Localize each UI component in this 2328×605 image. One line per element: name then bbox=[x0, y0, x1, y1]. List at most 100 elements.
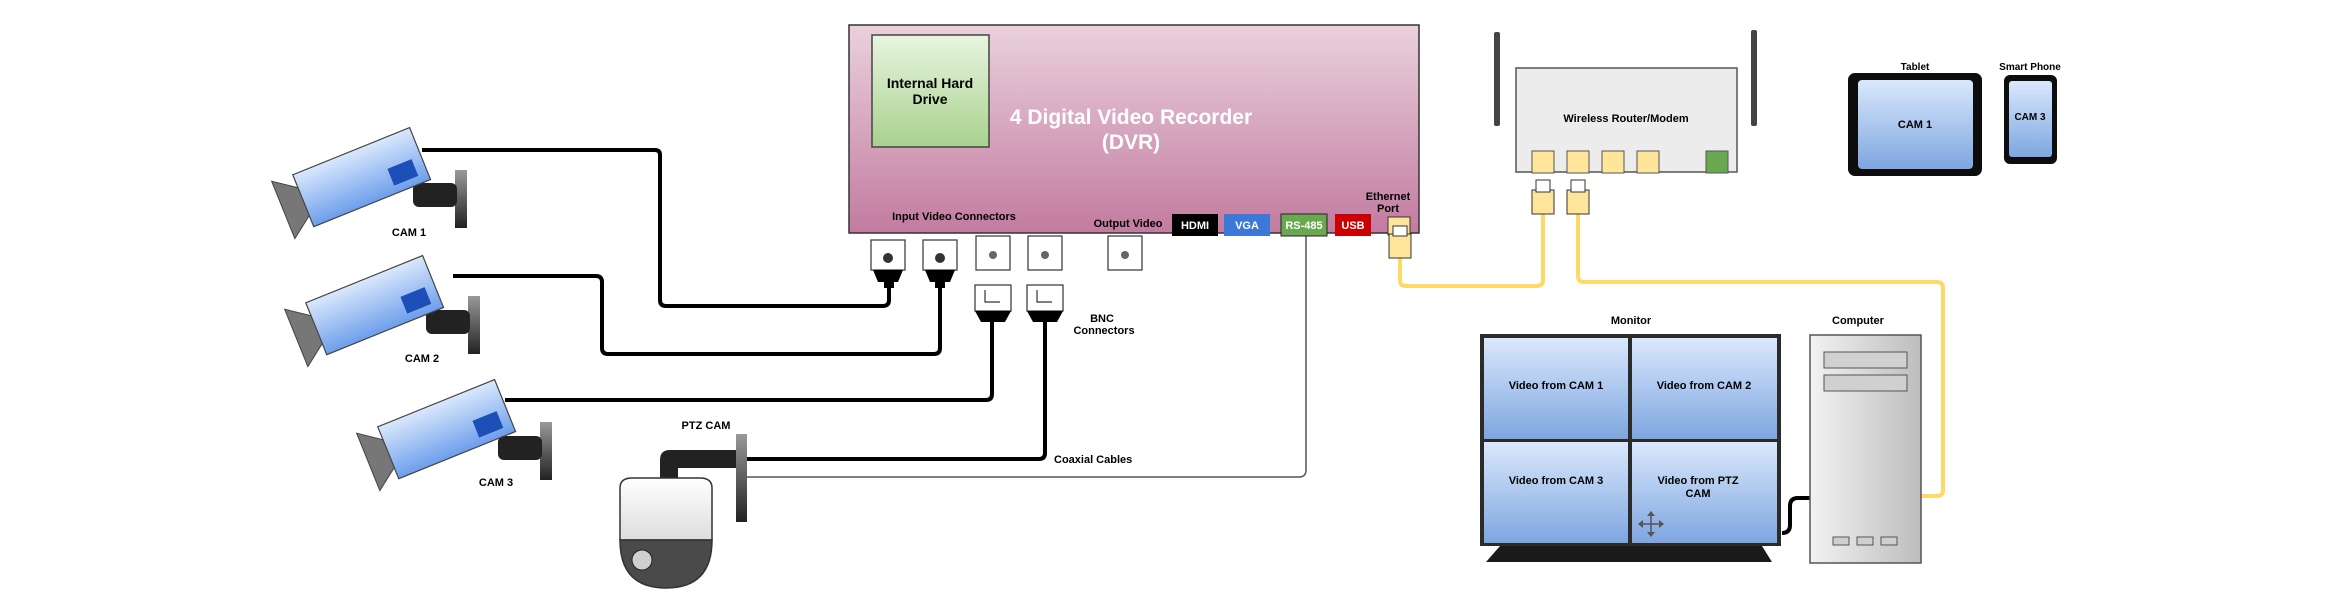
bnc-plug-4 bbox=[1027, 311, 1063, 322]
tablet-screen-label: CAM 1 bbox=[1898, 119, 1932, 131]
cam1-side-panel bbox=[387, 159, 419, 186]
router-plug-2 bbox=[1566, 189, 1590, 215]
ethernet-plug-dvr-head bbox=[1392, 225, 1408, 237]
rs485-cable bbox=[745, 232, 1307, 478]
bnc-pin-out bbox=[1121, 251, 1129, 259]
monitor-quad-3-label: Video from CAM 3 bbox=[1509, 475, 1604, 487]
dvr-title-1: 4 Digital Video Recorder bbox=[1010, 106, 1252, 129]
computer-title: Computer bbox=[1832, 315, 1885, 327]
cam3-lens bbox=[355, 432, 395, 492]
cam2-label: CAM 2 bbox=[405, 353, 439, 365]
bnc-connectors-label-1: BNC bbox=[1090, 313, 1114, 325]
hdmi-port bbox=[1172, 214, 1218, 236]
wireless-router: Wireless Router/Modem bbox=[1494, 30, 1757, 215]
cam3-side-panel bbox=[472, 411, 504, 438]
dvr-unit: Internal Hard Drive 4 Digital Video Reco… bbox=[848, 24, 1420, 259]
ptz-cam-label: PTZ CAM bbox=[682, 420, 731, 432]
bnc-port-dots bbox=[989, 251, 1129, 259]
ptz-dome-top bbox=[619, 477, 713, 541]
monitor: Monitor Video from CAM 1 Video from CAM … bbox=[1480, 315, 1781, 562]
bnc-plug-2 bbox=[925, 270, 955, 282]
tablet-title: Tablet bbox=[1901, 62, 1930, 73]
computer-button-1 bbox=[1832, 536, 1850, 546]
monitor-quad-1 bbox=[1484, 338, 1628, 439]
cable-cam1 bbox=[422, 148, 891, 308]
router-lan-2 bbox=[1566, 150, 1590, 174]
cam2: CAM 2 bbox=[283, 254, 480, 368]
bnc-plug-2-pin bbox=[935, 253, 945, 263]
cam2-lens bbox=[283, 308, 323, 368]
cable-cam3 bbox=[505, 320, 994, 402]
ethernet-port-label-2: Port bbox=[1377, 203, 1399, 215]
cam1-mount-plate bbox=[455, 170, 467, 228]
cam1-mount-arm bbox=[413, 183, 457, 207]
ethernet-cables bbox=[1398, 214, 1945, 498]
move-icon bbox=[1638, 511, 1664, 537]
router-lan-1 bbox=[1531, 150, 1555, 174]
ptz-lens bbox=[631, 549, 653, 571]
vga-label: VGA bbox=[1235, 220, 1259, 232]
bnc-connectors-label-2: Connectors bbox=[1073, 325, 1134, 337]
rs485-label: RS-485 bbox=[1285, 220, 1322, 232]
vga-port bbox=[1224, 214, 1270, 236]
monitor-stand bbox=[1486, 546, 1772, 562]
computer-drive-2 bbox=[1823, 374, 1908, 392]
cable-ptz bbox=[745, 320, 1047, 461]
tablet: Tablet CAM 1 bbox=[1848, 62, 1982, 176]
monitor-quad-3 bbox=[1484, 442, 1628, 543]
bnc-plug-3 bbox=[975, 311, 1011, 322]
router-label: Wireless Router/Modem bbox=[1563, 113, 1688, 125]
input-connectors-label: Input Video Connectors bbox=[892, 211, 1016, 223]
cam1: CAM 1 bbox=[270, 126, 467, 240]
ethernet-plug-dvr bbox=[1388, 233, 1412, 259]
ptz-arm bbox=[660, 450, 736, 482]
cam2-mount-plate bbox=[468, 296, 480, 354]
phone-screen bbox=[2009, 81, 2052, 157]
usb-port bbox=[1335, 214, 1371, 236]
internal-hard-drive bbox=[871, 34, 990, 148]
bnc-plug-4-body bbox=[1026, 284, 1064, 312]
cam1-lens bbox=[270, 180, 310, 240]
computer-tower bbox=[1809, 334, 1922, 564]
bnc-plug-1-neck bbox=[884, 282, 894, 288]
phone-screen-label: CAM 3 bbox=[2014, 112, 2046, 123]
rs485-port bbox=[1280, 213, 1328, 237]
computer-button-2 bbox=[1856, 536, 1874, 546]
monitor-quad-4-label-1: Video from PTZ bbox=[1657, 475, 1738, 487]
tablet-screen bbox=[1858, 80, 1973, 169]
router-lan-3 bbox=[1601, 150, 1625, 174]
router-lan-4 bbox=[1636, 150, 1660, 174]
bnc-plug-1-pin bbox=[883, 253, 893, 263]
hard-drive-label-1: Internal Hard bbox=[887, 75, 973, 91]
router-antenna-right bbox=[1751, 30, 1757, 126]
phone-title: Smart Phone bbox=[1999, 62, 2061, 73]
bnc-plug-2-neck bbox=[935, 282, 945, 288]
bnc-panel-connectors bbox=[870, 235, 1143, 271]
computer-button-3 bbox=[1880, 536, 1898, 546]
bnc-plug-4-hook bbox=[1036, 290, 1052, 303]
computer: Computer bbox=[1809, 315, 1922, 564]
cam3-mount-plate bbox=[540, 422, 552, 480]
monitor-quad-2-label: Video from CAM 2 bbox=[1657, 380, 1752, 392]
ethernet-port-label-1: Ethernet bbox=[1366, 191, 1411, 203]
cam3: CAM 3 bbox=[355, 378, 552, 492]
monitor-quad-2 bbox=[1632, 338, 1777, 439]
cam3-label: CAM 3 bbox=[479, 477, 513, 489]
monitor-title: Monitor bbox=[1611, 315, 1652, 327]
router-antenna-left bbox=[1494, 32, 1500, 126]
hdmi-label: HDMI bbox=[1181, 220, 1209, 232]
router-plug-1 bbox=[1531, 189, 1555, 215]
cable-cam2 bbox=[453, 274, 942, 356]
dvr-title-2: (DVR) bbox=[1102, 131, 1160, 154]
ethernet-cable-router-pc bbox=[1576, 214, 1945, 498]
cam1-label: CAM 1 bbox=[392, 227, 426, 239]
coaxial-cables-label: Coaxial Cables bbox=[1054, 454, 1132, 466]
cam2-side-panel bbox=[400, 287, 432, 314]
bnc-plug-3-hook bbox=[984, 290, 1000, 303]
bnc-plugs-top bbox=[873, 253, 955, 288]
bnc-pin-3 bbox=[989, 251, 997, 259]
monitor-pc-cable bbox=[1781, 496, 1810, 535]
bnc-plug-3-body bbox=[974, 284, 1012, 312]
